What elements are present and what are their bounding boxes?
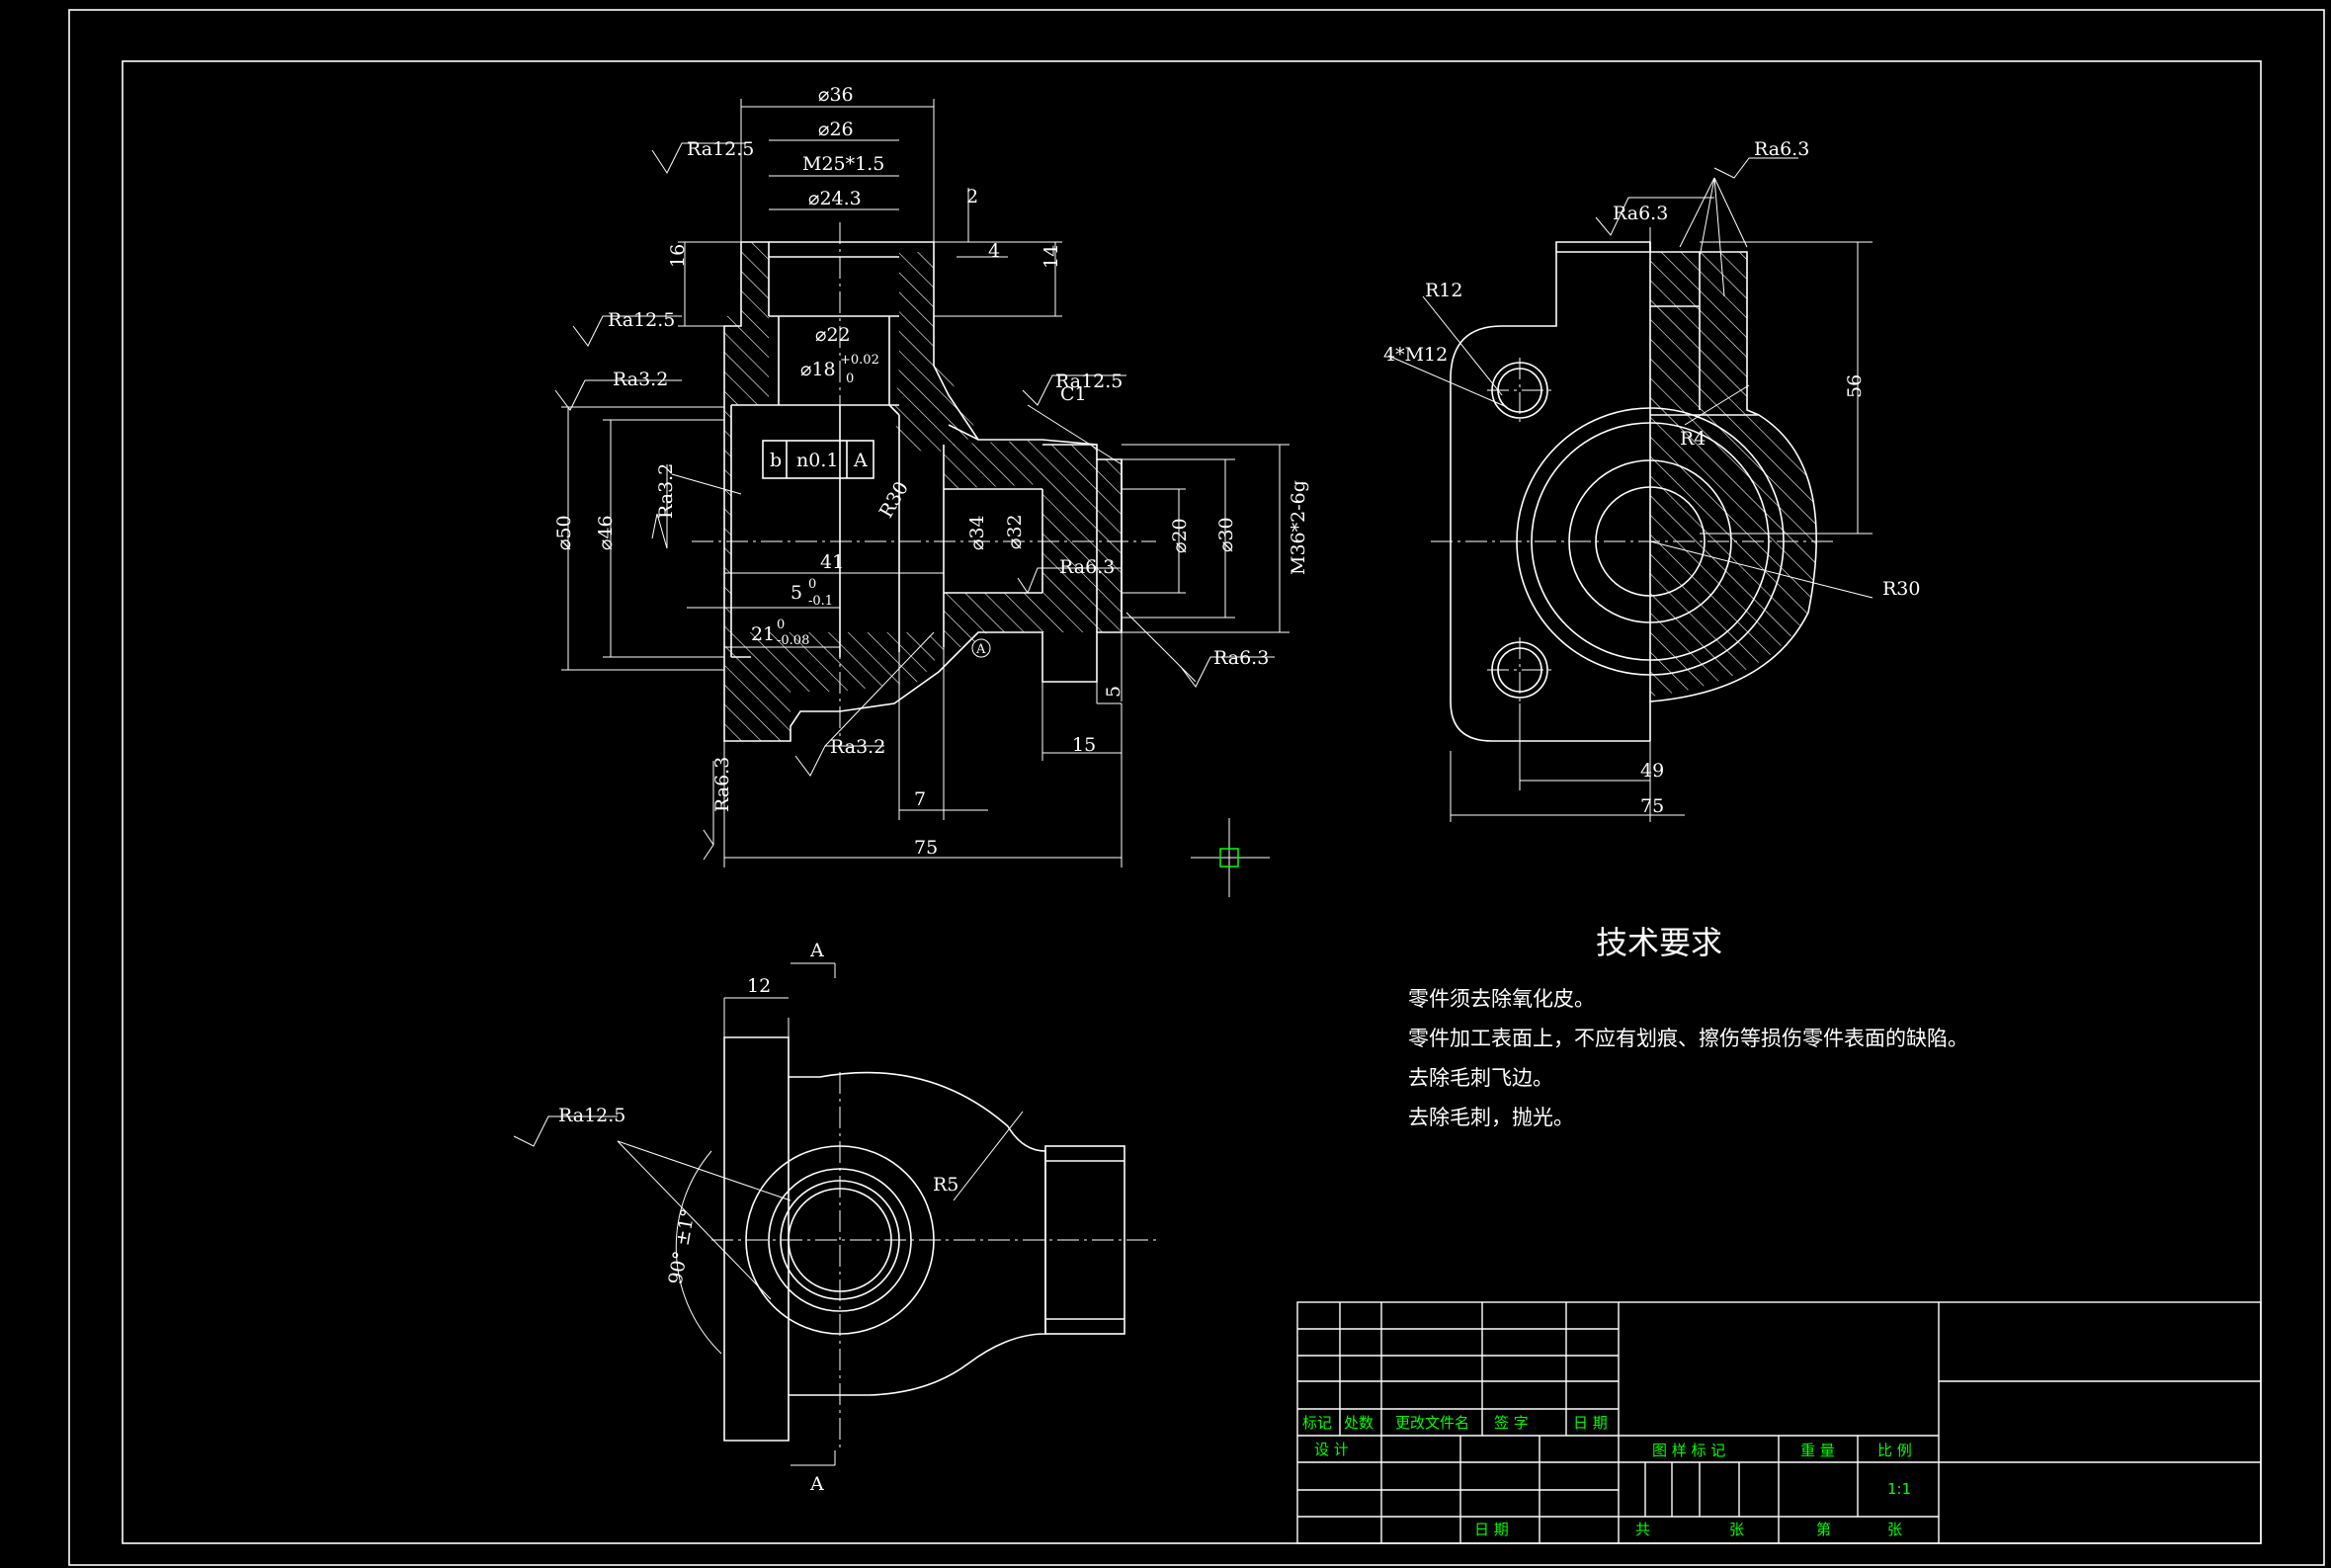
dim-d36: ⌀36 — [818, 84, 854, 106]
dim-75-side: 75 — [1640, 795, 1664, 817]
dim-90deg: 90° ±1° — [665, 1207, 700, 1286]
tol-frame-value: n0.1 — [796, 450, 838, 471]
tb-page-sheet-label: 张 — [1887, 1521, 1902, 1538]
title-block: 标记 处数 更改文件名 签 字 日 期 设 计 日 期 图 样 标 记 重 量 … — [1296, 1301, 2262, 1544]
section-label-bottom: A — [809, 1473, 824, 1495]
tb-weight-label: 重 量 — [1800, 1442, 1835, 1459]
dim-d18-tol-up: +0.02 — [840, 353, 879, 368]
dim-d34: ⌀34 — [966, 515, 988, 550]
dim-d46: ⌀46 — [595, 515, 617, 550]
dim-21: 21 — [751, 623, 775, 645]
dim-r30-front: R30 — [875, 478, 913, 522]
tech-line-1: 零件须去除氧化皮。 — [1408, 987, 1595, 1011]
dim-r30-side: R30 — [1882, 578, 1920, 600]
tb-total-label: 共 — [1635, 1521, 1650, 1538]
dim-c1: C1 — [1060, 383, 1087, 405]
ra32-vert: Ra3.2 — [655, 463, 677, 519]
ra63-mid: Ra6.3 — [1059, 556, 1115, 578]
tb-ratio-value: 1:1 — [1887, 1480, 1911, 1498]
dim-75-front: 75 — [914, 837, 938, 859]
ra63-vert: Ra6.3 — [711, 757, 733, 812]
ra63-side-top: Ra6.3 — [1754, 138, 1809, 160]
dim-2: 2 — [966, 186, 978, 207]
tb-mark-label: 图 样 标 记 — [1652, 1442, 1725, 1459]
dim-41: 41 — [820, 551, 844, 573]
dim-r5: R5 — [933, 1174, 958, 1196]
dim-4m12: 4*M12 — [1383, 344, 1448, 366]
tb-page-label: 第 — [1816, 1521, 1831, 1538]
dim-d18-tol-lo: 0 — [846, 371, 854, 386]
tech-title: 技术要求 — [1596, 924, 1722, 961]
dim-4: 4 — [988, 240, 1000, 262]
dim-14: 14 — [1041, 245, 1062, 269]
front-section-view: ⌀36 ⌀26 M25*1.5 ⌀24.3 ⌀22 ⌀18 +0.02 0 16… — [553, 84, 1309, 867]
outer-frame — [68, 9, 2325, 1566]
side-view: R12 4*M12 R4 R30 56 49 75 Ra6.3 Ra6.3 — [1383, 138, 1920, 822]
ra125-top-view: Ra12.5 — [558, 1105, 625, 1126]
dim-49: 49 — [1640, 760, 1664, 782]
tb-header-date: 日 期 — [1573, 1414, 1608, 1432]
tol-frame-datum: A — [853, 450, 868, 471]
tech-line-2: 零件加工表面上，不应有划痕、擦伤等损伤零件表面的缺陷。 — [1408, 1027, 1968, 1050]
circle-a-label: A — [975, 642, 986, 657]
dim-d50: ⌀50 — [553, 515, 575, 550]
cursor-crosshair — [1191, 818, 1270, 897]
dim-d30: ⌀30 — [1215, 517, 1237, 552]
technical-requirements: 技术要求 零件须去除氧化皮。 零件加工表面上，不应有划痕、擦伤等损伤零件表面的缺… — [1408, 924, 1968, 1129]
dim-21-up: 0 — [777, 618, 785, 632]
dim-d32: ⌀32 — [1004, 514, 1026, 549]
dim-d22: ⌀22 — [815, 324, 851, 346]
tech-line-4: 去除毛刺，抛光。 — [1408, 1106, 1574, 1129]
dim-d20: ⌀20 — [1169, 518, 1191, 553]
tb-header-sign: 签 字 — [1494, 1414, 1529, 1432]
dim-m36: M36*2-6g — [1288, 480, 1309, 575]
ra125-right: Ra12.5 — [1055, 371, 1123, 392]
dim-d26: ⌀26 — [818, 119, 854, 140]
dim-5-up: 0 — [808, 577, 816, 592]
inner-frame — [122, 60, 2262, 1544]
ra32-bot: Ra3.2 — [830, 736, 885, 758]
dim-15: 15 — [1072, 734, 1096, 756]
tb-design: 设 计 — [1314, 1441, 1349, 1458]
dim-r4: R4 — [1680, 428, 1706, 450]
dim-d24: ⌀24.3 — [808, 188, 862, 209]
dim-d18: ⌀18 — [800, 359, 836, 380]
tb-sheet-label: 张 — [1729, 1521, 1744, 1538]
section-label-top: A — [809, 940, 824, 961]
dim-56: 56 — [1844, 374, 1866, 398]
dim-16: 16 — [667, 244, 689, 268]
tb-header-file: 更改文件名 — [1395, 1414, 1469, 1432]
dim-5b: 5 — [1103, 686, 1124, 698]
dim-5-lo: -0.1 — [808, 594, 833, 609]
dim-r12: R12 — [1425, 280, 1462, 301]
tb-header-mark: 标记 — [1302, 1414, 1332, 1432]
dim-7: 7 — [914, 788, 926, 810]
dim-12: 12 — [747, 975, 771, 997]
ra125-left: Ra12.5 — [608, 309, 675, 331]
tol-frame-b: b — [770, 450, 782, 471]
ra63-right: Ra6.3 — [1213, 647, 1269, 669]
top-view: 12 90° ±1° R5 Ra12.5 A A — [513, 940, 1161, 1495]
tech-line-3: 去除毛刺飞边。 — [1408, 1066, 1553, 1090]
tolerance-frame — [762, 440, 874, 479]
ra63-side-inner: Ra6.3 — [1613, 203, 1668, 224]
ra32-left: Ra3.2 — [613, 369, 668, 390]
dim-m25: M25*1.5 — [802, 153, 884, 175]
tb-date-label: 日 期 — [1474, 1521, 1509, 1538]
dim-21-lo: -0.08 — [777, 633, 809, 648]
tb-ratio-label: 比 例 — [1877, 1442, 1912, 1459]
ra125-top: Ra12.5 — [687, 138, 754, 160]
tb-header-count: 处数 — [1344, 1414, 1374, 1432]
dim-5: 5 — [791, 582, 802, 604]
